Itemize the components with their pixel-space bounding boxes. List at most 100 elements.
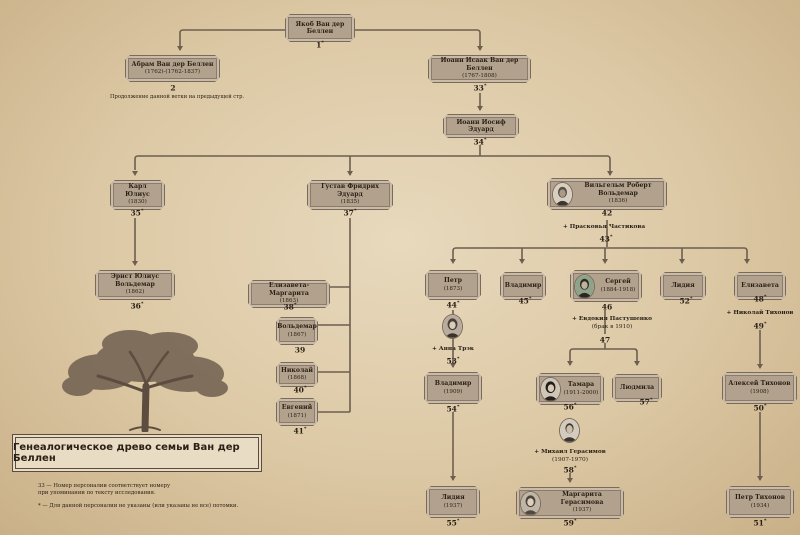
person-box-lidiya[interactable]: Лидия [660, 272, 706, 300]
person-name: Петр Тихонов [734, 494, 786, 502]
portrait-photo-mikhail [559, 418, 580, 443]
person-name: Абрам Ван дер Беллен [131, 60, 214, 68]
spouse-dates: (брак в 1910) [591, 324, 633, 330]
person-box-lidiya-1937[interactable]: Лидия (1937) [426, 486, 480, 518]
spouse-number: 43* [599, 234, 613, 244]
person-name: Вильгельм Роберт Вольдемар [584, 182, 652, 197]
person-number: 37* [343, 208, 357, 218]
person-number: 2 [170, 83, 176, 93]
person-number: 39 [294, 345, 306, 355]
person-number: 51* [753, 518, 767, 528]
portrait-photo-wilhelm [552, 182, 573, 207]
person-name: Елизавета [741, 282, 779, 290]
person-number: 1* [316, 40, 324, 50]
person-name: Иоанн Иосиф Эдуард [456, 118, 506, 133]
person-name: Людмила [619, 384, 655, 392]
person-number: 36* [130, 301, 144, 311]
person-dates: (1908) [750, 388, 769, 395]
person-name: Маргарита Герасимова [560, 491, 604, 506]
person-number: 56* [563, 402, 577, 412]
person-box-voldemar[interactable]: Вольдемар (1867) [276, 317, 318, 345]
person-name: Тамара [567, 381, 595, 389]
person-dates: (1830) [128, 199, 147, 206]
person-number: 38* [283, 302, 297, 312]
person-box-karl[interactable]: Карл Юлиус (1830) [110, 180, 165, 210]
person-name: Петр [444, 277, 462, 285]
person-dates: (1762)-(1762-1837) [144, 69, 201, 76]
person-box-petr-tikhonov[interactable]: Петр Тихонов (1934) [726, 486, 794, 518]
person-dates: (1767-1808) [462, 73, 497, 80]
person-dates: (1868) [287, 375, 307, 382]
person-name: Лидия [441, 494, 465, 502]
person-dates: (1884-1918) [600, 286, 636, 293]
person-number: 44* [446, 300, 460, 310]
person-name: Евгений [281, 404, 313, 412]
person-number: 42 [601, 208, 613, 218]
person-box-ernst[interactable]: Эрнст Юлиус Вольдемар (1862) [95, 270, 175, 300]
person-box-nikolay[interactable]: Николай (1868) [276, 362, 318, 387]
person-box-abram[interactable]: Абрам Ван дер Беллен (1762)-(1762-1837) [125, 55, 220, 82]
diagram-title: Генеалогическое древо семьи Ван дер Белл… [12, 434, 262, 472]
person-name: Владимир [504, 282, 542, 290]
person-box-ivan-isaak[interactable]: Иоанн Исаак Ван дер Беллен (1767-1808) [428, 55, 531, 83]
person-dates: (1911-2000) [563, 389, 599, 396]
person-number: 41* [293, 426, 307, 436]
person-box-elizaveta[interactable]: Елизавета [734, 272, 786, 300]
person-name: Алексей Тихонов [728, 380, 791, 388]
spouse-number: 58* [563, 465, 577, 475]
person-number: 57* [639, 397, 653, 407]
person-name: Лидия [671, 282, 695, 290]
person-dates: (1863) [279, 298, 299, 305]
person-name: Иоанн Исаак Ван дер Беллен [440, 57, 519, 72]
person-name: Сергей [605, 278, 631, 286]
person-box-petr[interactable]: Петр (1873) [425, 270, 481, 300]
person-number: 54* [446, 404, 460, 414]
person-dates: (1836) [608, 198, 628, 205]
person-name: Вольдемар [277, 323, 317, 331]
person-box-lyudmila[interactable]: Людмила [612, 374, 662, 402]
person-dates: (1937) [572, 507, 592, 514]
decorative-tree-illustration [62, 330, 228, 432]
person-name: Эрнст Юлиус Вольдемар [110, 273, 160, 288]
person-number: 40* [293, 385, 307, 395]
person-box-gustav[interactable]: Густав Фридрих Эдуард (1835) [307, 180, 393, 210]
person-box-evgeniy[interactable]: Евгений (1871) [276, 398, 318, 426]
person-dates: (1867) [287, 331, 307, 338]
portrait-photo-anna [442, 314, 463, 339]
person-number: 55* [446, 518, 460, 528]
person-name: Густав Фридрих Эдуард [321, 183, 379, 198]
person-name: Карл Юлиус [125, 183, 150, 198]
spouse-name: + Евдокия Пастушенко [571, 316, 653, 322]
portrait-photo-sergey [574, 274, 595, 299]
person-name: Якоб Ван дер Беллен [295, 20, 345, 35]
person-box-aleksey[interactable]: Алексей Тихонов (1908) [722, 372, 797, 404]
person-box-vladimir[interactable]: Владимир [500, 272, 546, 300]
person-dates: (1934) [750, 502, 770, 509]
spouse-number: 53* [446, 356, 460, 366]
spouse-name: + Михаил Герасимов [534, 449, 606, 455]
spouse-number: 49* [753, 321, 767, 331]
person-number: 50* [753, 403, 767, 413]
spouse-name: + Анна Трэк [432, 346, 474, 352]
person-dates: (1873) [443, 285, 463, 292]
person-number: 46 [601, 302, 613, 312]
spouse-number: 47 [599, 335, 611, 345]
person-dates: (1937) [443, 502, 463, 509]
legend-star-note: * — Для данной персоналии не указаны (ил… [38, 503, 239, 509]
person-box-ivan-iosif[interactable]: Иоанн Иосиф Эдуард [443, 114, 519, 138]
person-number: 45* [518, 296, 532, 306]
spouse-name: + Николай Тихонов [726, 310, 794, 316]
person-number: 33* [473, 83, 487, 93]
person-name: Владимир [434, 380, 472, 388]
person-name: Николай [281, 366, 313, 374]
person-box-vladimir-1909[interactable]: Владимир (1909) [424, 372, 482, 404]
person-box-elizaveta-margarita[interactable]: Елизавета-Маргарита (1863) [248, 280, 330, 308]
person-number: 35* [130, 208, 144, 218]
person-number: 34* [473, 137, 487, 147]
person-number: 48* [753, 294, 767, 304]
spouse-name: + Прасковья Частикова [562, 224, 646, 230]
person-box-jacob[interactable]: Якоб Ван дер Беллен [285, 14, 355, 42]
continuation-note: Продолжение данной ветки на предыдущей с… [110, 94, 245, 100]
legend-number-note: 33 — Номер персоналии соответствует номе… [38, 483, 171, 497]
